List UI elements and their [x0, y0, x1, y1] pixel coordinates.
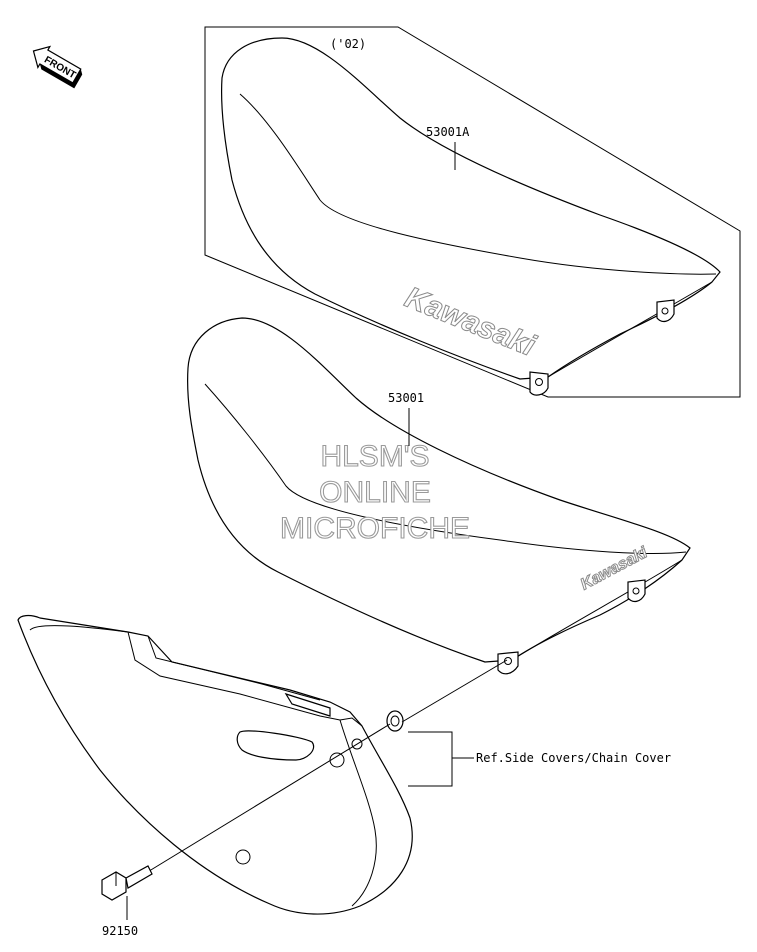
- watermark-line-3: MICROFICHE: [280, 512, 470, 545]
- part-number-53001: 53001: [388, 391, 424, 405]
- variant-note: ('02): [330, 37, 366, 51]
- side-cover: [17, 614, 413, 915]
- ref-side-covers-label: Ref.Side Covers/Chain Cover: [476, 751, 671, 765]
- watermark-line-2: ONLINE: [319, 476, 431, 509]
- bolt-92150: [101, 865, 153, 901]
- seat-53001a: Kawasaki: [221, 37, 721, 396]
- grommet: [386, 710, 404, 732]
- variant-box: [204, 26, 741, 398]
- front-arrow-icon: [32, 45, 82, 84]
- front-marker: FRONT: [32, 45, 83, 89]
- part-number-53001a: 53001A: [426, 125, 470, 139]
- seat-53001: Kawasaki: [187, 317, 691, 675]
- part-number-92150: 92150: [102, 924, 138, 938]
- watermark: HLSM'S ONLINE MICROFICHE: [279, 439, 470, 545]
- watermark-line-1: HLSM'S: [320, 440, 429, 473]
